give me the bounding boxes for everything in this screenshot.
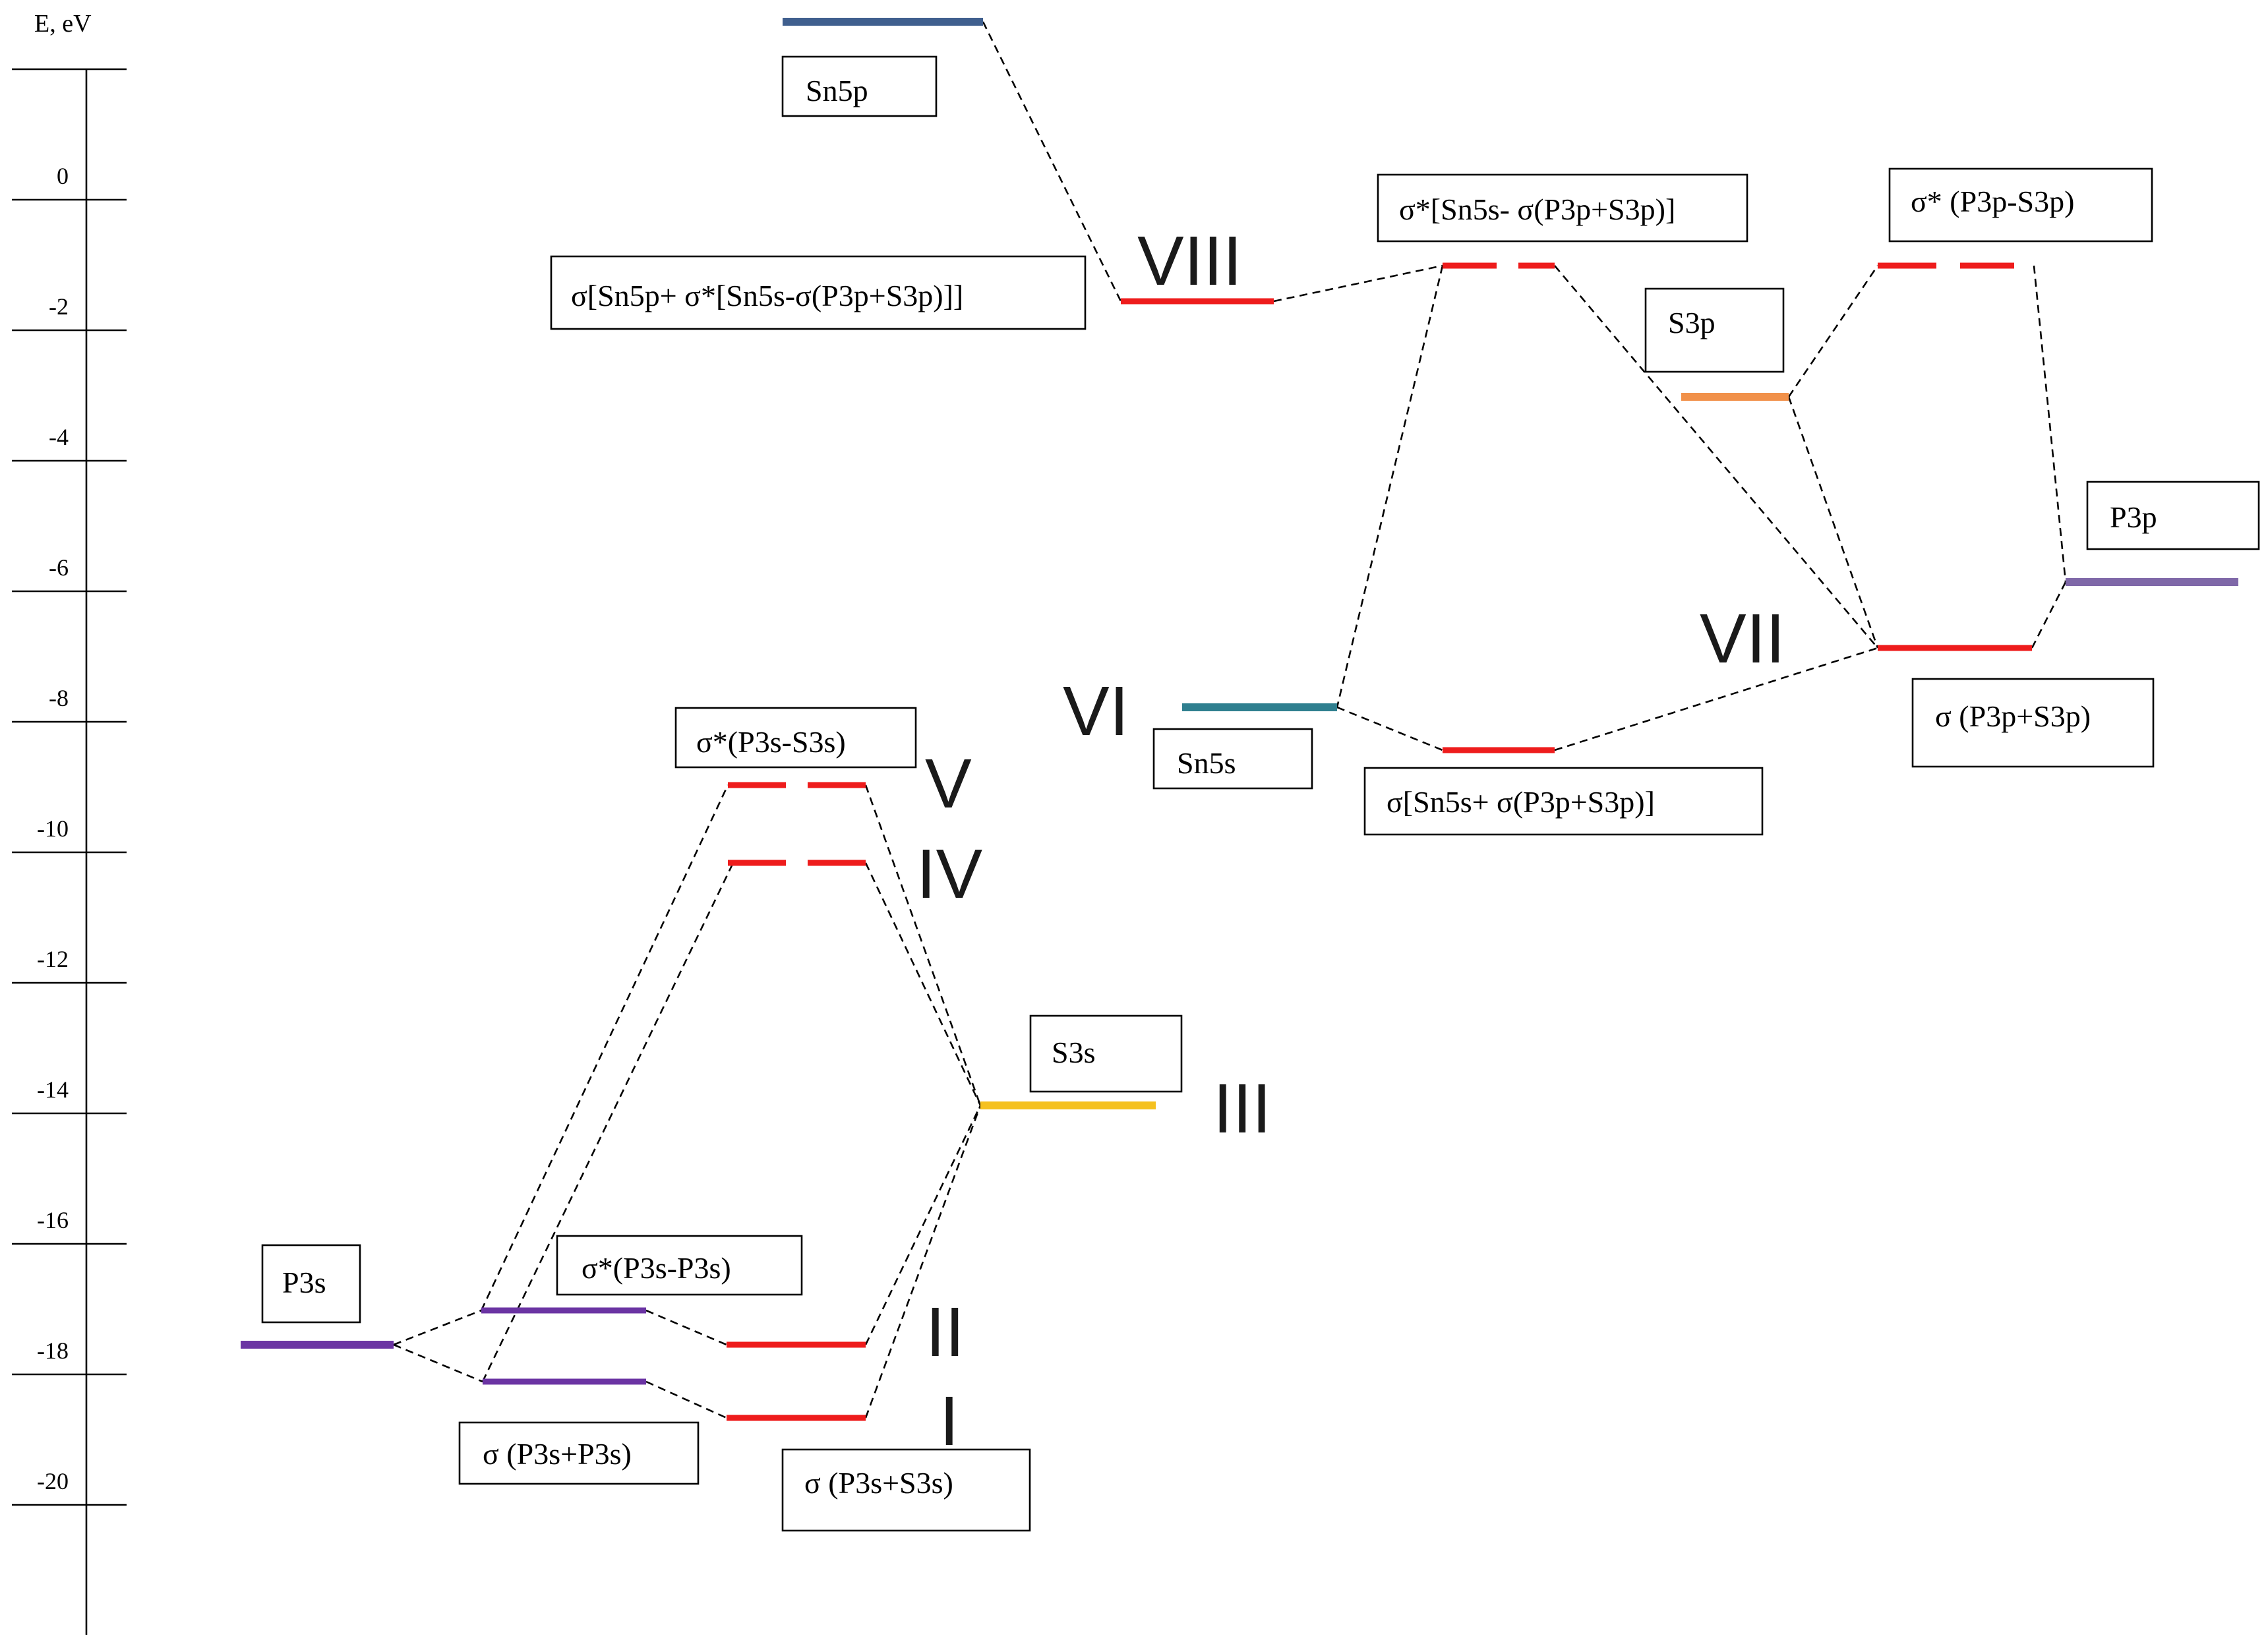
label-v-orbital: σ*(P3s-S3s) [674,707,917,769]
correlation-lines [393,21,2067,1419]
numeral-vii: VII [1700,600,1785,678]
label-v-orbital-text: σ*(P3s-S3s) [696,725,846,759]
axis-tick-label: -12 [37,946,69,972]
label-i-orbital-text: σ (P3s+S3s) [804,1466,953,1500]
numeral-iv: IV [916,835,982,913]
label-viii-orbital: σ[Sn5p+ σ*[Sn5s-σ(P3p+S3p)]] [550,255,1087,330]
axis-tick-label: -2 [49,293,69,320]
connector-p3s-sigma-i [645,1380,727,1419]
connector-sn5s-vi [1336,706,1443,751]
numeral-viii: VIII [1137,222,1242,300]
axis-tick-label: -18 [37,1337,69,1364]
connector-p3s-star [393,1309,482,1346]
axis-tick-label: -16 [37,1207,69,1233]
axis-tick-label: -4 [49,424,69,450]
connector-s3p-vii [1787,396,1879,649]
label-p3p: P3p [2086,481,2260,550]
connector-sn5s-star-right [1554,265,1878,649]
label-vi-orbital-text: σ[Sn5s+ σ(P3p+S3p)] [1387,785,1655,819]
label-vii-orbital-text: σ (P3p+S3p) [1935,699,2091,733]
label-p3p-sigma-star-text: σ* (P3p-S3p) [1911,185,2074,218]
connector-s3p-p3p-star [1787,265,1879,397]
orbital-labels: Sn5p σ[Sn5p+ σ*[Sn5s-σ(P3p+S3p)]] σ*[Sn5… [261,55,2260,1532]
connector-vi-vii [1554,647,1878,751]
axis-title: E, eV [34,10,92,38]
label-vii-orbital: σ (P3p+S3p) [1911,678,2155,768]
label-p3s-text: P3s [282,1266,326,1299]
axis-tick-label: -10 [37,815,69,842]
connector-viii-sn5s-sigma-star [1273,264,1443,303]
label-sn5s-sigma-star-text: σ*[Sn5s- σ(P3p+S3p)] [1399,192,1675,226]
numeral-i: I [940,1382,959,1460]
connector-p3s-star-ii [645,1309,727,1346]
axis-tick-label: 0 [57,163,69,189]
label-i-orbital: σ (P3s+S3s) [781,1448,1031,1532]
label-sn5s: Sn5s [1152,728,1313,790]
axis-tick-label: -6 [49,554,69,581]
axis-tick-label: -20 [37,1468,69,1494]
connector-ii-s3s [864,1105,982,1345]
level-numerals: VIII VII VI V IV III II I [916,222,1785,1460]
label-p3s-sigma: σ (P3s+P3s) [458,1421,700,1485]
label-p3s-sigma-star: σ*(P3s-P3s) [556,1235,803,1296]
connector-p3p-star-p3p [2033,265,2067,583]
axis-ticks: 0 -2 -4 -6 -8 -10 -12 -14 -16 -18 -20 [12,68,127,1506]
label-vi-orbital: σ[Sn5s+ σ(P3p+S3p)] [1363,767,1764,836]
label-s3s: S3s [1029,1014,1183,1093]
axis-tick-label: -8 [49,685,69,711]
connector-p3s-sigma [393,1343,483,1383]
connector-vii-p3p [2031,581,2067,649]
label-s3p-text: S3p [1668,306,1716,339]
connector-iv-s3s [864,862,982,1106]
label-sn5p-text: Sn5p [806,74,868,107]
numeral-vi: VI [1063,672,1129,750]
connector-sn5s-star-left [1336,265,1444,708]
label-viii-orbital-text: σ[Sn5p+ σ*[Sn5s-σ(P3p+S3p)]] [571,279,963,312]
label-sn5s-sigma-star: σ*[Sn5s- σ(P3p+S3p)] [1377,173,1748,243]
label-p3p-text: P3p [2110,500,2157,534]
label-p3s: P3s [261,1244,361,1324]
numeral-ii: II [926,1293,965,1371]
label-sn5s-text: Sn5s [1177,746,1236,780]
label-s3s-text: S3s [1052,1036,1095,1069]
label-s3p: S3p [1644,287,1785,373]
connector-i-s3s [864,1105,982,1419]
label-p3s-sigma-text: σ (P3s+P3s) [483,1437,632,1471]
connector-v-s3s [864,784,982,1106]
numeral-iii: III [1213,1070,1271,1148]
connector-p3s-sigma-iv [481,862,734,1382]
numeral-v: V [925,745,972,823]
connector-p3s-star-v [480,784,729,1311]
energy-levels [241,18,2238,1421]
label-sn5p: Sn5p [781,55,938,117]
label-p3p-sigma-star: σ* (P3p-S3p) [1888,167,2153,243]
energy-axis: E, eV 0 -2 -4 -6 -8 -10 -12 -14 -16 -18 -20 [12,10,127,1635]
label-p3s-sigma-star-text: σ*(P3s-P3s) [582,1251,731,1285]
axis-tick-label: -14 [37,1076,69,1103]
